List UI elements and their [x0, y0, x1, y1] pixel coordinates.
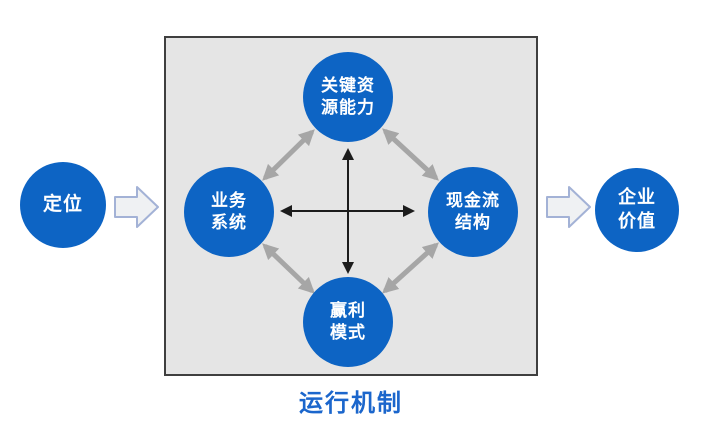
node-profit-model-line1: 赢利: [330, 300, 366, 320]
node-key-resources-line2: 源能力: [321, 98, 375, 117]
node-key-resources-line1: 关键资: [321, 75, 375, 95]
flow-arrow-left-icon: [114, 186, 159, 228]
flow-arrow-right-icon: [546, 186, 591, 228]
node-key-resources: 关键资 源能力: [303, 52, 393, 142]
node-positioning: 定位: [20, 162, 106, 248]
node-cash-flow-line2: 结构: [455, 213, 491, 232]
node-business-system-line1: 业务: [211, 190, 247, 210]
node-cash-flow-line1: 现金流: [446, 190, 500, 210]
box-label: 运行机制: [299, 390, 403, 417]
node-business-system: 业务 系统: [184, 167, 274, 257]
node-cash-flow: 现金流 结构: [428, 167, 518, 257]
node-enterprise-value: 企业 价值: [595, 168, 679, 252]
node-enterprise-value-line2: 价值: [618, 211, 656, 231]
node-profit-model-line2: 模式: [330, 323, 366, 342]
node-profit-model: 赢利 模式: [303, 277, 393, 367]
node-enterprise-value-line1: 企业: [618, 187, 656, 208]
node-positioning-label: 定位: [42, 194, 83, 216]
node-business-system-line2: 系统: [211, 213, 247, 232]
